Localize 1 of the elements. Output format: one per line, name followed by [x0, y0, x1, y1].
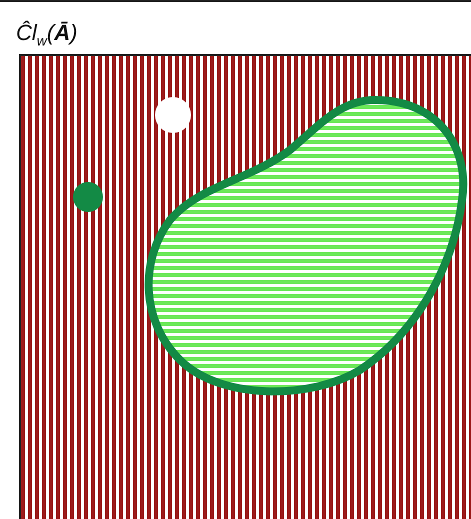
set-label: Ĉl$_{w}$(Ā)	[16, 20, 78, 50]
